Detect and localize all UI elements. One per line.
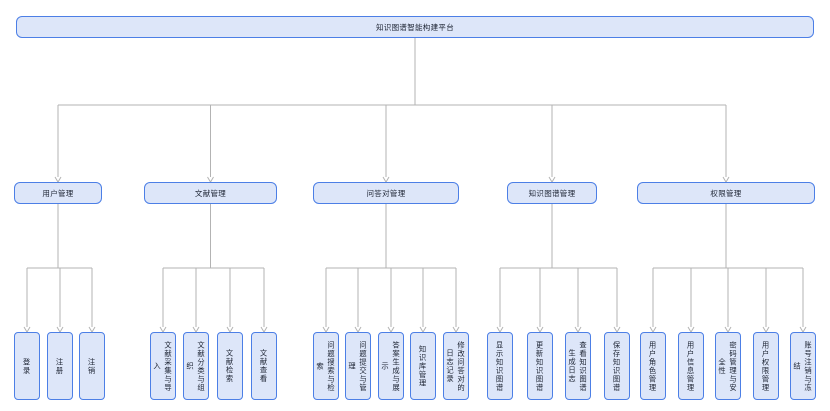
- leaf-node-2-0-label: 问题搜索与检索: [316, 340, 336, 392]
- leaf-node-3-2[interactable]: 查看知识图谱生成日志: [565, 332, 591, 400]
- branch-node-0[interactable]: 用户管理: [14, 182, 102, 204]
- leaf-node-4-4-label: 账号注销与冻结: [793, 340, 813, 392]
- leaf-node-0-0-label: 登录: [22, 357, 32, 375]
- leaf-node-4-1-label: 用户信息管理: [686, 340, 696, 392]
- leaf-node-4-4[interactable]: 账号注销与冻结: [790, 332, 816, 400]
- leaf-node-2-1[interactable]: 问题提交与管理: [345, 332, 371, 400]
- leaf-node-2-3-label: 知识库管理: [418, 344, 428, 388]
- leaf-node-1-2-label: 文献检索: [225, 349, 235, 383]
- leaf-node-3-2-label: 查看知识图谱生成日志: [568, 340, 588, 392]
- leaf-node-2-4-label: 修改问答对的日志记录: [446, 340, 466, 392]
- leaf-node-0-2[interactable]: 注销: [79, 332, 105, 400]
- leaf-node-0-1[interactable]: 注册: [47, 332, 73, 400]
- leaf-node-2-1-label: 问题提交与管理: [348, 340, 368, 392]
- leaf-node-1-1-label: 文献分类与组织: [186, 340, 206, 392]
- leaf-node-2-3[interactable]: 知识库管理: [410, 332, 436, 400]
- leaf-node-1-0-label: 文献采集与导入: [153, 340, 173, 392]
- leaf-node-3-3-label: 保存知识图谱: [612, 340, 622, 392]
- leaf-node-1-3[interactable]: 文献查看: [251, 332, 277, 400]
- leaf-node-2-0[interactable]: 问题搜索与检索: [313, 332, 339, 400]
- leaf-node-1-3-label: 文献查看: [259, 349, 269, 383]
- branch-node-1[interactable]: 文献管理: [144, 182, 277, 204]
- branch-node-2-label: 问答对管理: [366, 188, 406, 198]
- root-node[interactable]: 知识图谱智能构建平台: [16, 16, 814, 38]
- leaf-node-4-3[interactable]: 用户权限管理: [753, 332, 779, 400]
- root-node-label: 知识图谱智能构建平台: [376, 22, 454, 32]
- leaf-node-2-4[interactable]: 修改问答对的日志记录: [443, 332, 469, 400]
- leaf-node-3-1[interactable]: 更新知识图谱: [527, 332, 553, 400]
- branch-node-0-label: 用户管理: [42, 188, 74, 198]
- leaf-node-3-1-label: 更新知识图谱: [535, 340, 545, 392]
- leaf-node-1-2[interactable]: 文献检索: [217, 332, 243, 400]
- branch-node-4-label: 权限管理: [710, 188, 742, 198]
- leaf-node-0-2-label: 注销: [87, 357, 97, 375]
- leaf-node-3-3[interactable]: 保存知识图谱: [604, 332, 630, 400]
- leaf-node-4-3-label: 用户权限管理: [761, 340, 771, 392]
- leaf-node-1-1[interactable]: 文献分类与组织: [183, 332, 209, 400]
- leaf-node-2-2-label: 答案生成与展示: [381, 340, 401, 392]
- branch-node-3-label: 知识图谱管理: [528, 188, 576, 198]
- leaf-node-0-1-label: 注册: [55, 357, 65, 375]
- leaf-node-1-0[interactable]: 文献采集与导入: [150, 332, 176, 400]
- leaf-node-4-0-label: 用户角色管理: [648, 340, 658, 392]
- branch-node-4[interactable]: 权限管理: [637, 182, 815, 204]
- leaf-node-4-0[interactable]: 用户角色管理: [640, 332, 666, 400]
- leaf-node-3-0-label: 显示知识图谱: [495, 340, 505, 392]
- leaf-node-4-2[interactable]: 密码管理与安全性: [715, 332, 741, 400]
- leaf-node-4-1[interactable]: 用户信息管理: [678, 332, 704, 400]
- branch-node-1-label: 文献管理: [194, 188, 227, 198]
- leaf-node-4-2-label: 密码管理与安全性: [718, 340, 738, 392]
- leaf-node-0-0[interactable]: 登录: [14, 332, 40, 400]
- branch-node-2[interactable]: 问答对管理: [313, 182, 459, 204]
- leaf-node-3-0[interactable]: 显示知识图谱: [487, 332, 513, 400]
- leaf-node-2-2[interactable]: 答案生成与展示: [378, 332, 404, 400]
- branch-node-3[interactable]: 知识图谱管理: [507, 182, 597, 204]
